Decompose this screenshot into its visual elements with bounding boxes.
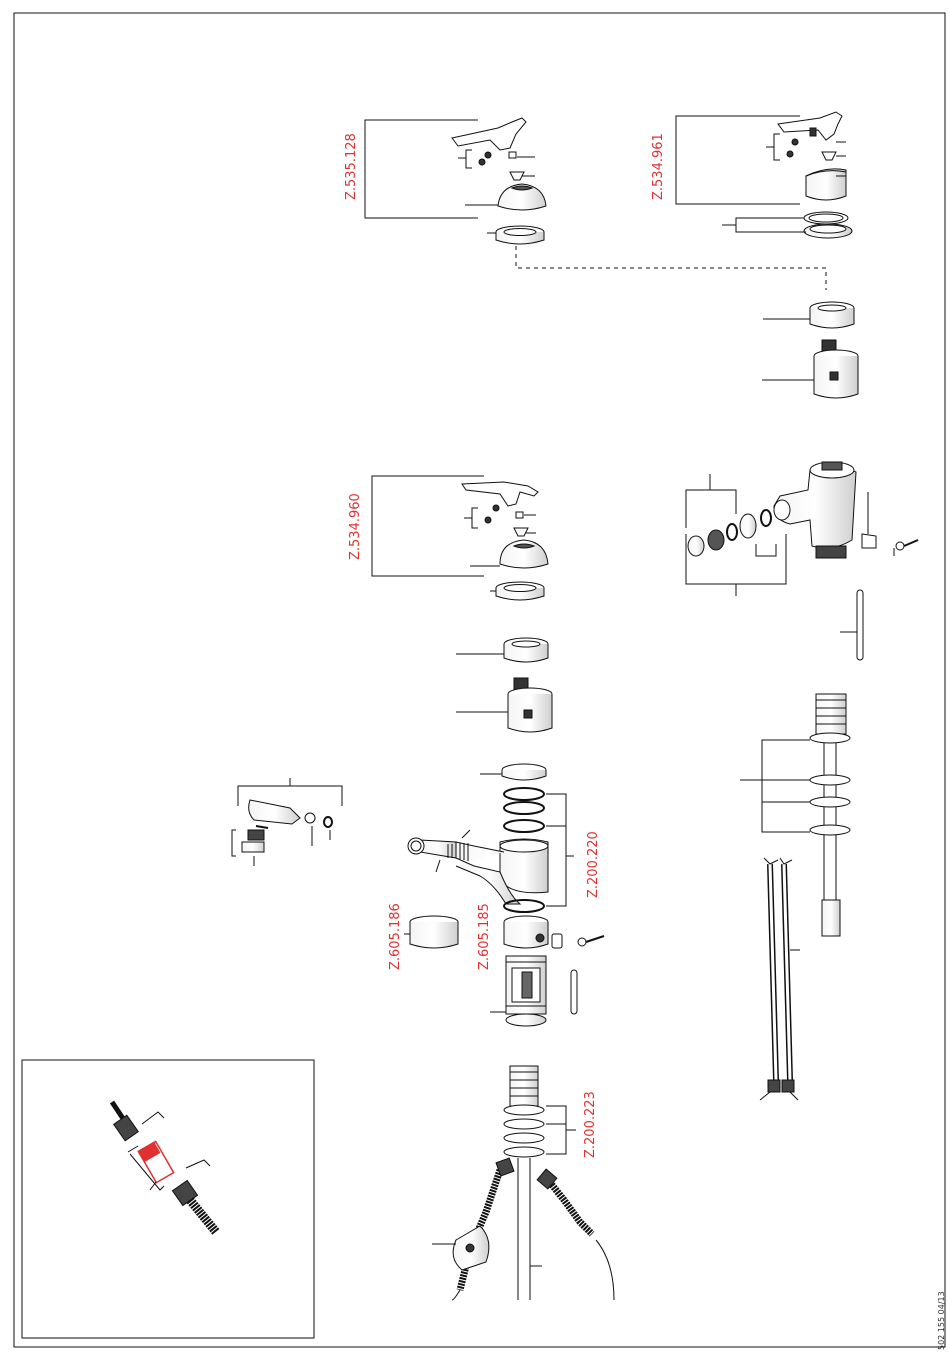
aerator-group bbox=[232, 778, 342, 866]
label-z534960: Z.534.960 bbox=[348, 493, 363, 560]
label-z200223: Z.200.223 bbox=[583, 1091, 598, 1158]
tap-body-assembly bbox=[404, 764, 604, 1026]
label-z535128: Z.535.128 bbox=[344, 133, 359, 200]
spray-head bbox=[249, 800, 300, 824]
label-z605186: Z.605.186 bbox=[388, 903, 403, 970]
inset-detail bbox=[22, 1060, 314, 1338]
group-z534960 bbox=[372, 476, 552, 732]
dashed-connector bbox=[516, 246, 826, 290]
group-z535128 bbox=[365, 118, 546, 244]
mounting-set-right bbox=[740, 694, 850, 1100]
lever-handle-middle bbox=[462, 482, 538, 506]
group-z534961 bbox=[676, 112, 858, 398]
label-z200220: Z.200.220 bbox=[586, 831, 601, 898]
valve-body-assembly bbox=[686, 462, 918, 660]
lever-handle bbox=[452, 118, 526, 150]
document-number: 502 155 04/13 bbox=[937, 1291, 946, 1350]
label-z534961: Z.534.961 bbox=[651, 133, 666, 200]
label-z605185: Z.605.185 bbox=[477, 903, 492, 970]
